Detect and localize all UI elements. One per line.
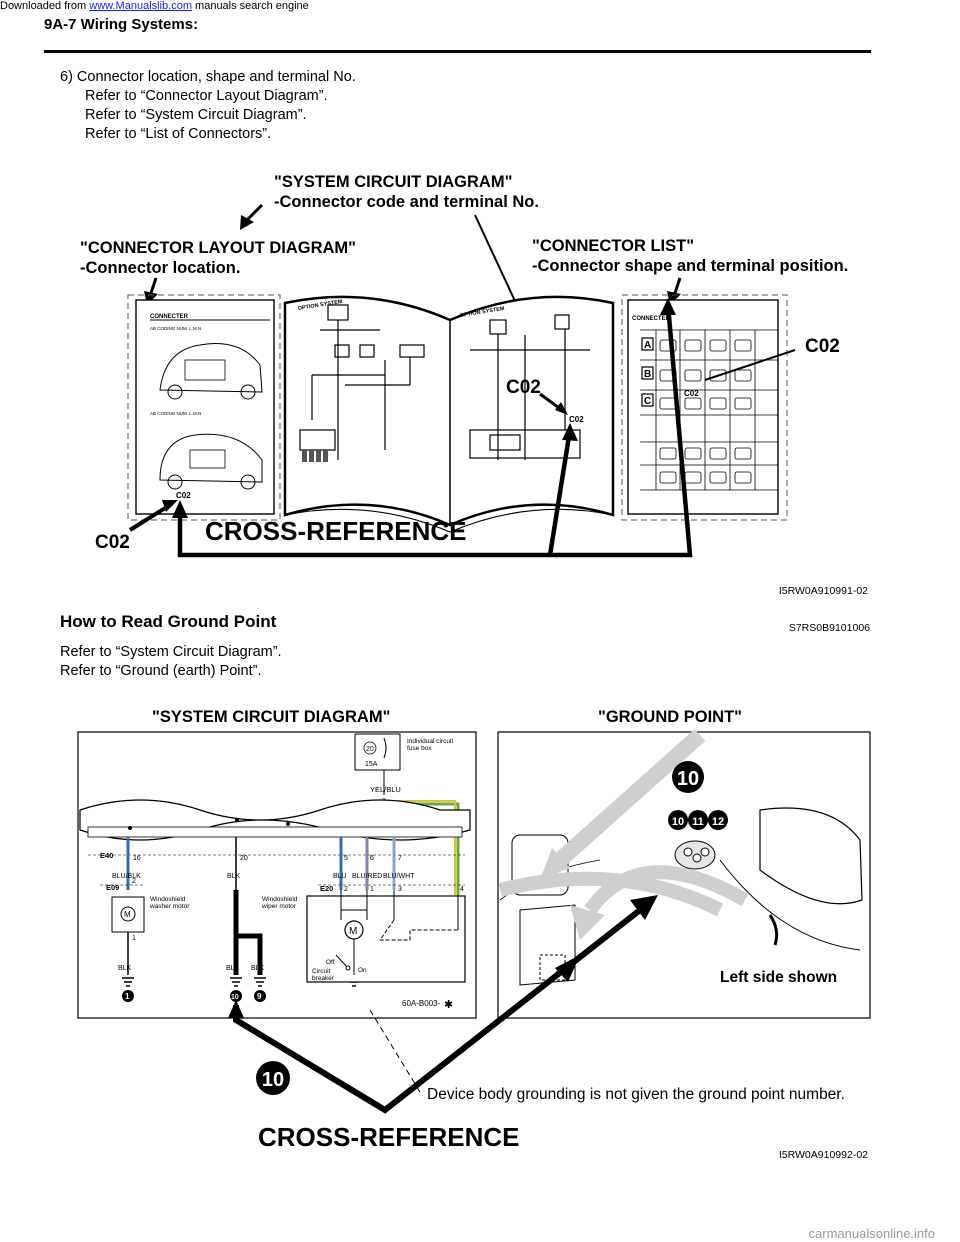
page-header: 9A-7 Wiring Systems: (44, 16, 199, 33)
book-c02-big: C02 (506, 377, 541, 398)
wiper-unit: M Off On Circuit breaker (306, 890, 466, 983)
footer-watermark: carmanualsonline.info (809, 1226, 935, 1241)
row-a: A (644, 340, 651, 351)
left-sub-1: AB CODING NUM. L.M.N (150, 326, 201, 331)
e20: E20 (320, 884, 333, 893)
fuse-amp: 15A (365, 761, 378, 768)
wire-yel-blu: YEL/BLU (370, 785, 401, 794)
callout-system-1: "SYSTEM CIRCUIT DIAGRAM" (274, 173, 512, 191)
diag-code: 60A-B003- (402, 999, 441, 1008)
gnd-9: 9 (257, 992, 262, 1001)
gnd-1: 1 (125, 992, 130, 1001)
wiper-m: M (349, 926, 357, 937)
gp-12: 12 (712, 816, 724, 828)
figure1-id: I5RW0A910991-02 (779, 585, 868, 597)
footer-text: carmanualsonline.info (809, 1226, 935, 1241)
pin6: 6 (370, 855, 374, 862)
section-body: Refer to “System Circuit Diagram”. Refer… (60, 643, 282, 681)
pin5: 5 (344, 855, 348, 862)
step-6: 6) Connector location, shape and termina… (60, 68, 356, 144)
pin3: 3 (398, 886, 402, 893)
pin4: 4 (460, 886, 464, 893)
w-blu-red: BLU/RED (352, 873, 382, 880)
fuse-label: Individual circuit fuse box (407, 738, 454, 752)
fuse-no: 20 (366, 746, 374, 753)
washer-motor-label: Windoshield washer motor (150, 896, 190, 910)
section-line2: Refer to “Ground (earth) Point”. (60, 663, 262, 679)
blk3: BLK (251, 965, 265, 972)
pin2b: 2 (344, 886, 348, 893)
gp-11: 11 (692, 816, 704, 828)
blk2: BLK (226, 965, 240, 972)
download-prefix: Downloaded from (0, 0, 90, 12)
w-blu: BLU (333, 873, 347, 880)
row-c: C (644, 396, 651, 407)
download-suffix: manuals search engine (191, 0, 309, 12)
list-c02-big: C02 (805, 336, 840, 357)
header-rule (44, 50, 871, 53)
breaker-label: Circuit breaker (312, 968, 335, 982)
pin2a: 2 (132, 878, 136, 885)
left-side-shown: Left side shown (720, 969, 837, 986)
list-c02: C02 (684, 389, 699, 398)
callout-layout-2: -Connector location. (80, 259, 240, 277)
gp-10: 10 (672, 816, 684, 828)
left-sub-2: AB CODING NUM. L.M.N (150, 411, 201, 416)
book-c02: C02 (569, 415, 584, 424)
right-page-header: CONNECTER (632, 316, 671, 322)
fuse-box: 20 15A Individual circuit fuse box (354, 733, 454, 771)
sw-off: Off (326, 959, 335, 966)
step-6-line2: Refer to “Connector Layout Diagram”. (85, 88, 328, 104)
w-blk-mid: BLK (227, 873, 241, 880)
crossref-label-1: CROSS-REFERENCE (205, 516, 466, 546)
gp-big-10: 10 (677, 768, 699, 790)
crossref-big-10: 10 (262, 1069, 284, 1091)
pin7: 7 (398, 855, 402, 862)
manualslib-link[interactable]: www.Manualslib.com (89, 0, 192, 12)
connector-list-page: CONNECTER (621, 294, 840, 521)
label-system-circuit: "SYSTEM CIRCUIT DIAGRAM" (152, 708, 390, 726)
row-b: B (644, 369, 651, 380)
w-blu-blk: BLU/BLK (112, 873, 141, 880)
note-device-grounding: Device body grounding is not given the g… (427, 1086, 845, 1103)
section-title: How to Read Ground Point (60, 612, 277, 631)
washer-m: M (124, 910, 131, 919)
figure-ground-point: "SYSTEM CIRCUIT DIAGRAM" "GROUND POINT" … (77, 708, 871, 1161)
step-6-line4: Refer to “List of Connectors”. (85, 126, 272, 142)
figure2-id: I5RW0A910992-02 (779, 1149, 868, 1161)
layout-diagram-page: CONNECTER AB CODING NUM. L.M.N AB CODING… (127, 294, 281, 521)
system-circuit-book: OPTION SYSTEM OPTION SYSTEM (283, 295, 615, 533)
left-c02: C02 (176, 491, 191, 500)
section-code: S7RS0B9101006 (788, 622, 870, 634)
e40: E40 (100, 851, 113, 860)
crossref-label-2: CROSS-REFERENCE (258, 1122, 519, 1152)
step-6-line3: Refer to “System Circuit Diagram”. (85, 107, 307, 123)
callout-list-1: "CONNECTOR LIST" (532, 237, 694, 255)
callout-layout-1: "CONNECTOR LAYOUT DIAGRAM" (80, 239, 356, 257)
pin20: 20 (240, 855, 248, 862)
step-6-line1: 6) Connector location, shape and termina… (60, 69, 356, 85)
sw-on: On (358, 967, 367, 974)
blk1: BLK (118, 965, 132, 972)
wiper-motor-label: Windoshield wiper motor (262, 896, 298, 910)
pin16: 16 (133, 855, 141, 862)
callout-list-2: -Connector shape and terminal position. (532, 257, 848, 275)
pin1a: 1 (132, 935, 136, 942)
callout-system-2: -Connector code and terminal No. (274, 193, 539, 211)
e09: E09 (106, 883, 119, 892)
download-bar: Downloaded from www.Manualslib.com manua… (0, 0, 960, 16)
label-ground-point: "GROUND POINT" (598, 708, 742, 726)
crossref-lines (177, 304, 693, 558)
w-blu-wht: BLU/WHT (383, 873, 415, 880)
left-page-header: CONNECTER (150, 314, 189, 320)
diag-asterisk-icon: ✱ (444, 999, 453, 1011)
pin1b: 1 (370, 886, 374, 893)
section-line1: Refer to “System Circuit Diagram”. (60, 644, 282, 660)
gnd-10: 10 (231, 994, 239, 1001)
layout-c02-big: C02 (95, 532, 130, 553)
figure-connector-crossref: "SYSTEM CIRCUIT DIAGRAM" -Connector code… (80, 173, 868, 597)
